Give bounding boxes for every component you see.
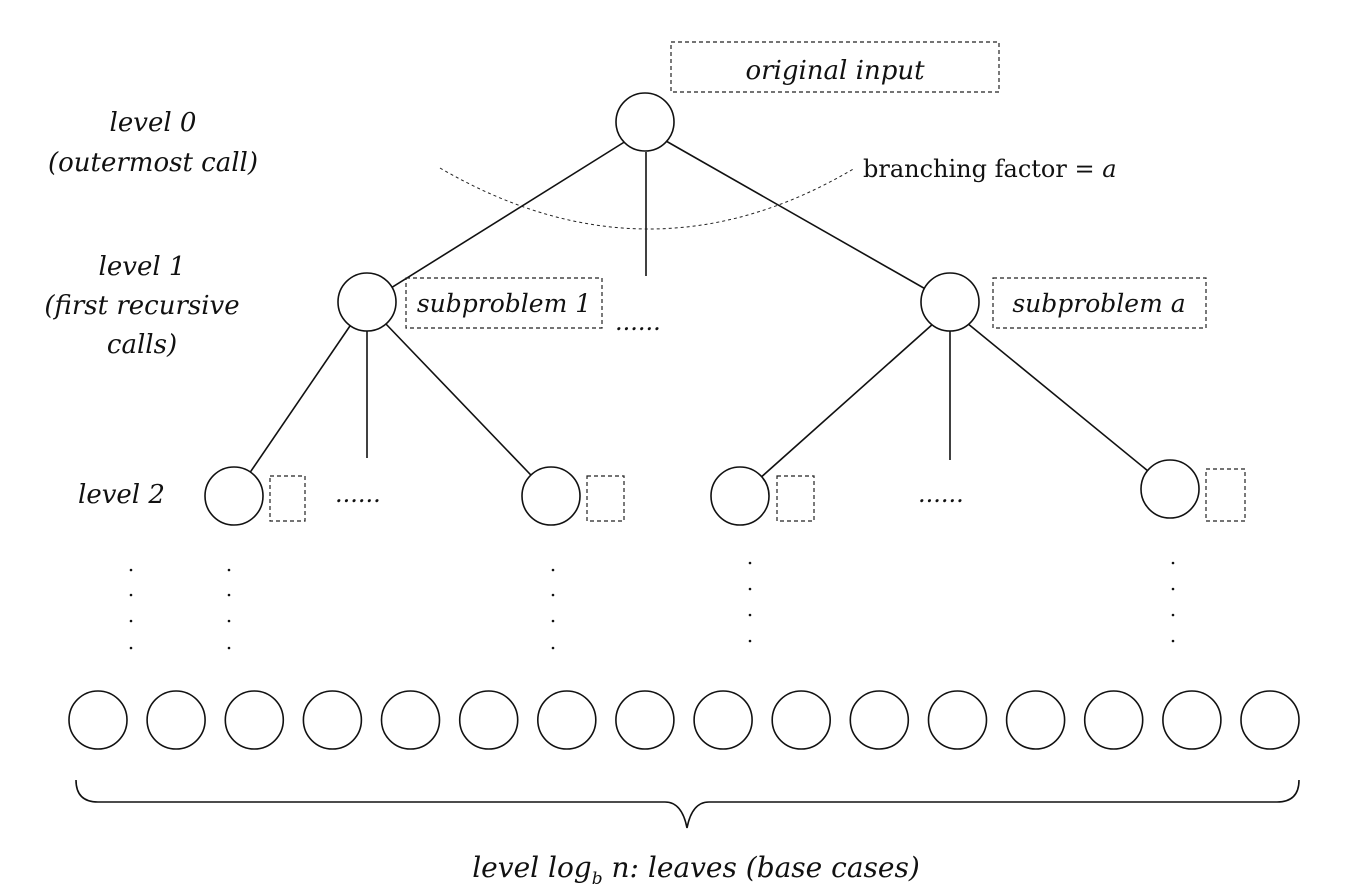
level2-node bbox=[204, 466, 264, 526]
vertical-ellipsis-dot bbox=[1171, 613, 1175, 617]
subproblem-a-label: subproblem a bbox=[1012, 289, 1185, 318]
leaf-node bbox=[1162, 690, 1222, 750]
branching-factor-label: branching factor = a bbox=[863, 155, 1117, 183]
vertical-ellipses bbox=[129, 561, 1175, 650]
vertical-ellipsis-dot bbox=[748, 561, 752, 565]
leaf-node bbox=[458, 690, 519, 750]
vertical-ellipsis-dot bbox=[227, 593, 231, 597]
vertical-ellipsis-dot bbox=[551, 619, 555, 623]
level2-label: level 2 bbox=[78, 480, 165, 510]
leaf-node bbox=[146, 690, 206, 750]
vertical-ellipsis-dot bbox=[227, 646, 231, 650]
leaf-node bbox=[927, 690, 988, 750]
edge-root-left bbox=[366, 140, 627, 304]
vertical-ellipsis-dot bbox=[129, 619, 133, 623]
leaf-node bbox=[615, 690, 675, 750]
root-node bbox=[615, 92, 675, 152]
level2-box bbox=[269, 475, 306, 522]
level1-label-line3: calls) bbox=[107, 330, 177, 360]
level1-ellipsis: ...... bbox=[615, 308, 661, 336]
subproblem-a-box bbox=[992, 277, 1207, 329]
level2-box bbox=[586, 475, 625, 522]
leaf-node bbox=[224, 690, 285, 750]
leaves-label: level logb n: leaves (base cases) bbox=[472, 851, 920, 889]
leaf-node bbox=[68, 690, 128, 750]
level1-node-a bbox=[920, 272, 980, 332]
leaf-node bbox=[693, 690, 753, 750]
edge-l1right-c bbox=[966, 322, 1171, 490]
branching-factor-arc bbox=[439, 167, 856, 230]
vertical-ellipsis-dot bbox=[227, 568, 231, 572]
vertical-ellipsis-dot bbox=[129, 568, 133, 572]
leaf-node bbox=[302, 690, 363, 750]
vertical-ellipsis-dot bbox=[1171, 587, 1175, 591]
level0-label-line1: level 0 bbox=[110, 108, 197, 138]
leaf-node bbox=[849, 690, 910, 750]
leaf-nodes bbox=[68, 690, 1300, 750]
vertical-ellipsis-dot bbox=[129, 593, 133, 597]
level0-label-line2: (outermost call) bbox=[48, 148, 258, 178]
level1-node-1 bbox=[337, 272, 397, 332]
vertical-ellipsis-dot bbox=[748, 587, 752, 591]
vertical-ellipsis-dot bbox=[1171, 561, 1175, 565]
leaves-label-sub: b bbox=[592, 869, 603, 889]
leaves-brace bbox=[75, 779, 1300, 829]
branching-factor-prefix: branching factor = bbox=[863, 155, 1102, 183]
leaf-node bbox=[1083, 690, 1144, 750]
vertical-ellipsis-dot bbox=[129, 646, 133, 650]
edge-l1right-a bbox=[739, 322, 935, 497]
vertical-ellipsis-dot bbox=[748, 639, 752, 643]
leaves-label-post: n: leaves (base cases) bbox=[603, 851, 920, 884]
subproblem-1-box bbox=[405, 277, 603, 329]
original-input-box bbox=[670, 41, 1000, 93]
vertical-ellipsis-dot bbox=[1171, 639, 1175, 643]
level2-box bbox=[776, 475, 815, 522]
leaf-node bbox=[380, 690, 441, 750]
edges-level1 bbox=[233, 322, 1171, 497]
leaf-node bbox=[536, 690, 597, 750]
edges-level0 bbox=[366, 140, 951, 304]
edge-root-right bbox=[665, 140, 951, 304]
vertical-ellipsis-dot bbox=[551, 568, 555, 572]
leaf-node bbox=[1005, 690, 1066, 750]
leaf-node bbox=[771, 690, 832, 750]
vertical-ellipsis-dot bbox=[551, 593, 555, 597]
level1-label-line1: level 1 bbox=[99, 252, 186, 282]
level2-ellipsis-left: ...... bbox=[335, 480, 381, 508]
level2-node bbox=[1140, 459, 1200, 519]
level2-box bbox=[1205, 468, 1246, 522]
subproblem-1-label: subproblem 1 bbox=[417, 289, 591, 318]
leaf-node bbox=[1240, 690, 1300, 750]
edge-l1left-a bbox=[233, 322, 353, 497]
level2-ellipsis-right: ...... bbox=[918, 480, 964, 508]
branching-factor-var: a bbox=[1102, 155, 1116, 183]
level2-node bbox=[710, 466, 770, 526]
vertical-ellipsis-dot bbox=[748, 613, 752, 617]
vertical-ellipsis-dot bbox=[227, 619, 231, 623]
level1-label-line2: (first recursive bbox=[44, 291, 239, 321]
leaves-label-pre: level log bbox=[472, 851, 592, 884]
level2-node bbox=[521, 466, 581, 526]
edge-l1left-c bbox=[384, 322, 552, 497]
original-input-label: original input bbox=[745, 56, 925, 86]
vertical-ellipsis-dot bbox=[551, 646, 555, 650]
